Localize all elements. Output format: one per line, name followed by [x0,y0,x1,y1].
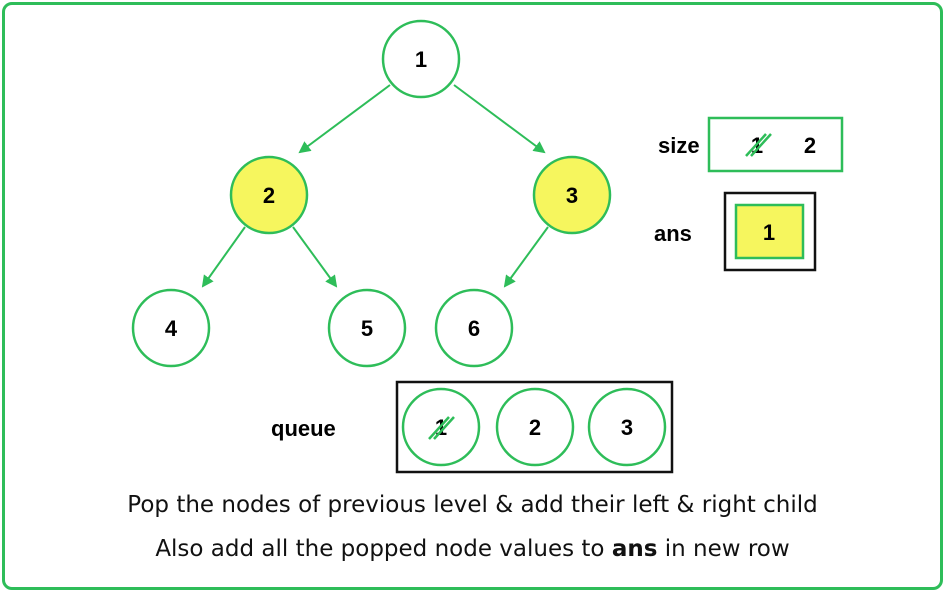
tree-node-3: 3 [532,155,612,235]
edge-2-4 [201,226,246,288]
tree-node-3-label: 3 [566,183,578,208]
size-new-value: 2 [804,133,816,158]
caption-line-2-suffix: in new row [657,536,790,562]
edge-1-3 [453,84,546,154]
queue-item-label: 3 [621,415,633,440]
tree-node-6-label: 6 [468,316,480,341]
edge-2-5 [292,226,338,288]
ans-box: 1 [723,191,817,272]
size-label: size [658,133,700,158]
tree-node-2: 2 [229,155,309,235]
queue-item: 2 [495,387,575,467]
edge-1-2 [298,84,391,154]
edge-3-6 [503,226,549,288]
tree-node-6: 6 [434,288,514,368]
strike-mark [745,133,767,157]
ans-value: 1 [763,220,775,245]
tree-node-2-label: 2 [263,183,275,208]
ans-label: ans [654,221,692,246]
queue-item-label: 2 [529,415,541,440]
queue-item: 3 [587,387,667,467]
tree-node-1-label: 1 [415,47,427,72]
queue-item: 1 [401,387,481,467]
caption-line-1: Pop the nodes of previous level & add th… [127,492,818,518]
caption-ans-keyword: ans [611,536,658,562]
tree-node-5-label: 5 [361,316,373,341]
caption-line-2-prefix: Also add all the popped node values to [155,536,612,562]
tree-node-5: 5 [327,288,407,368]
queue-box: 1 2 3 [395,380,674,474]
tree-node-1: 1 [381,19,461,99]
tree-node-4-label: 4 [165,316,178,341]
strike-mark [433,416,455,440]
caption-line-2: Also add all the popped node values to a… [0,536,945,562]
queue-label: queue [271,416,336,441]
size-box: 1 2 [707,116,844,173]
strike-mark [750,133,772,157]
strike-mark [428,416,450,440]
tree-node-4: 4 [131,288,211,368]
